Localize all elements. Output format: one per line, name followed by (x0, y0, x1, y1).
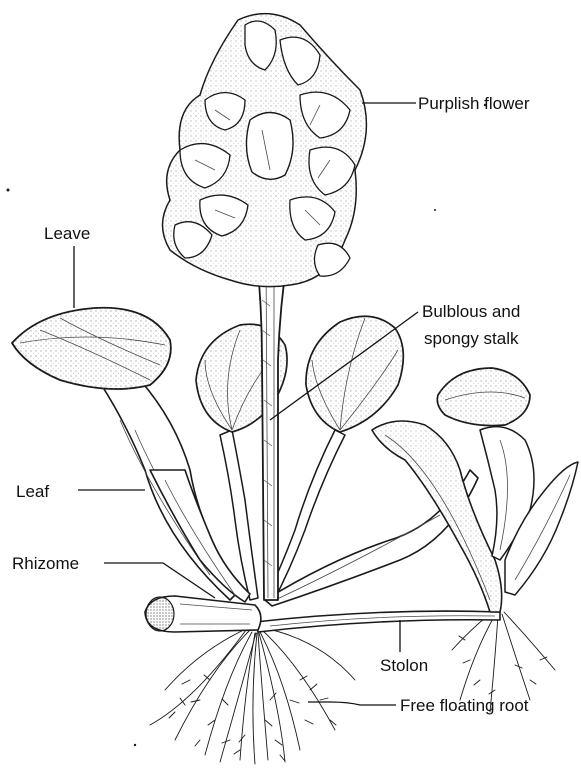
offshoot-plant (372, 368, 578, 612)
label-purplish-flower: Purplish flower (418, 94, 530, 113)
label-free-floating-root: Free floating root (400, 696, 529, 715)
label-rhizome: Rhizome (12, 554, 79, 573)
label-stolon: Stolon (380, 656, 428, 675)
label-bulbous-line1: Bulblous and (422, 302, 520, 321)
label-leave: Leave (44, 224, 90, 243)
flower-spike (163, 14, 367, 287)
leader-free-floating-root (308, 702, 396, 705)
free-floating-roots (150, 628, 355, 764)
flower-stalk (255, 240, 290, 600)
label-bulbous-line2: spongy stalk (424, 329, 519, 348)
label-leaf: Leaf (16, 482, 49, 501)
stolon (255, 611, 500, 632)
